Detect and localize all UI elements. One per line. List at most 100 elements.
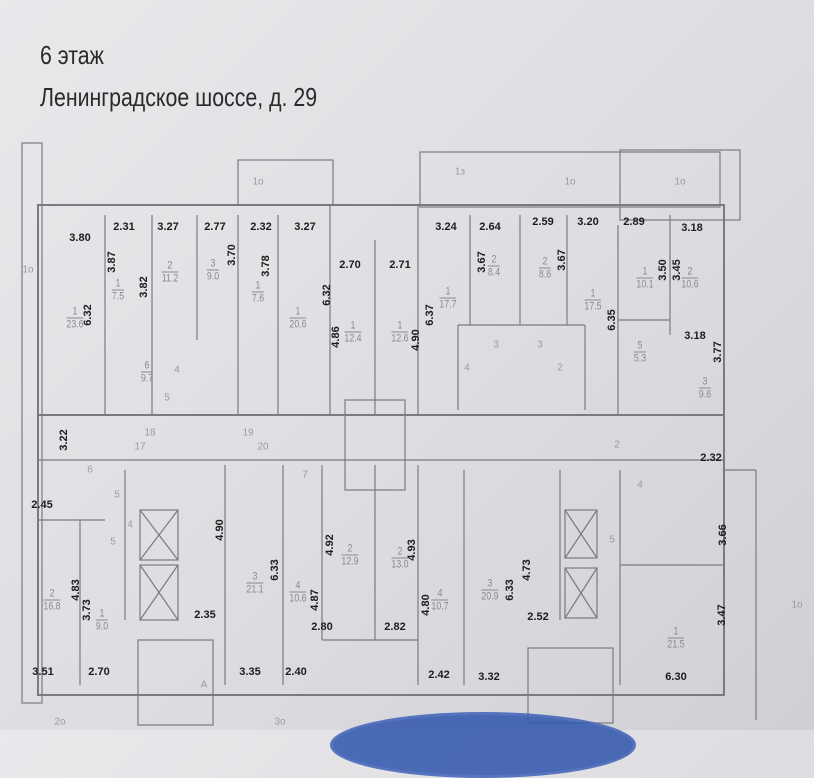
dimension-label: 3.27 (157, 221, 179, 233)
dimension-label: 3.70 (226, 244, 238, 266)
room-area: 12.9 (341, 554, 359, 568)
dimension-label: 4.86 (330, 326, 342, 348)
dimension-label: 3.47 (716, 604, 728, 626)
dimension-label: 6.33 (504, 579, 516, 601)
room-area: 20.6 (289, 317, 307, 331)
room-area: 21.5 (667, 637, 685, 651)
dimension-label: 2.32 (250, 221, 272, 233)
room-number: 3 (210, 257, 216, 270)
dimension-label: 3.24 (435, 221, 457, 233)
dimension-label: 3.50 (657, 259, 669, 281)
room-index-label: 2о (54, 716, 66, 728)
dimension-label: 4.90 (410, 329, 422, 351)
dimension-label: 3.78 (260, 255, 272, 277)
room-number: 5 (637, 339, 643, 352)
room-number: 1 (673, 625, 679, 638)
room-area: 13.0 (391, 557, 409, 571)
room-index-label: 1з (454, 166, 466, 178)
room-area: 9.0 (206, 269, 220, 283)
room-index-label: 4 (127, 519, 133, 531)
dimension-label: 3.67 (476, 251, 488, 273)
dimension-label: 3.51 (32, 666, 54, 678)
room-area: 10.1 (636, 277, 654, 291)
room-index-label: 1о (791, 599, 803, 611)
room-index-label: 7 (302, 469, 308, 481)
room-index-label: 2 (614, 439, 620, 451)
dimension-label: 2.70 (339, 259, 361, 271)
room-number: 4 (437, 587, 443, 600)
dimension-label: 2.40 (285, 666, 307, 678)
room-area: 9.7 (140, 371, 154, 385)
dimension-label: 2.35 (194, 609, 216, 621)
room-area: 17.5 (584, 299, 602, 313)
room-number: 2 (542, 255, 548, 268)
room-area: 8.6 (538, 267, 552, 281)
room-area: 16.8 (43, 599, 61, 613)
dimension-label: 2.64 (479, 221, 501, 233)
room-area: 5.3 (633, 351, 647, 365)
room-area: 23.6 (66, 317, 84, 331)
room-index-label: 1о (674, 176, 686, 188)
room-number: 6 (144, 359, 150, 372)
room-area: 20.9 (481, 589, 499, 603)
room-area: 10.6 (681, 277, 699, 291)
dimension-label: 2.31 (113, 221, 135, 233)
dimension-label: 2.59 (532, 216, 554, 228)
dimension-label: 3.32 (478, 671, 500, 683)
floor-plan-walls (21, 142, 757, 726)
room-number: 1 (99, 607, 105, 620)
address-title: Ленинградское шоссе, д. 29 (40, 82, 318, 112)
room-index-label: 5 (114, 489, 120, 501)
dimension-label: 3.22 (58, 429, 70, 451)
room-number: 1 (72, 305, 78, 318)
room-index-label: 3 (493, 339, 499, 351)
room-number: 2 (491, 253, 497, 266)
room-index-label: 6 (87, 464, 93, 476)
room-number: 1 (115, 277, 121, 290)
room-number: 4 (295, 579, 301, 592)
dimension-label: 6.35 (606, 309, 618, 331)
room-index-label: 5 (110, 536, 116, 548)
dimension-label: 3.18 (681, 222, 703, 234)
room-index-label: 20 (257, 441, 269, 453)
room-index-label: 3 (537, 339, 543, 351)
room-number: 1 (295, 305, 301, 318)
room-area: 11.2 (161, 271, 179, 285)
room-index-label: 19 (242, 427, 254, 439)
floor-title: 6 этаж (40, 40, 104, 70)
room-area: 10.6 (289, 591, 307, 605)
room-number: 2 (397, 545, 403, 558)
room-number: 3 (702, 375, 708, 388)
room-index-label: 4 (464, 362, 470, 374)
dimension-label: 6.32 (321, 284, 333, 306)
room-number: 1 (350, 319, 356, 332)
dimension-label: 3.20 (577, 216, 599, 228)
dimension-label: 3.18 (684, 330, 706, 342)
room-number: 2 (167, 259, 173, 272)
room-index-label: 3о (274, 716, 286, 728)
dimension-label: 3.67 (556, 249, 568, 271)
room-index-label: 4 (637, 479, 643, 491)
dimension-label: 2.89 (623, 216, 645, 228)
room-number: 2 (347, 542, 353, 555)
dimension-label: 2.42 (428, 669, 450, 681)
blue-stamp (330, 712, 636, 778)
dimension-label: 6.30 (665, 671, 687, 683)
room-area: 21.1 (246, 582, 264, 596)
